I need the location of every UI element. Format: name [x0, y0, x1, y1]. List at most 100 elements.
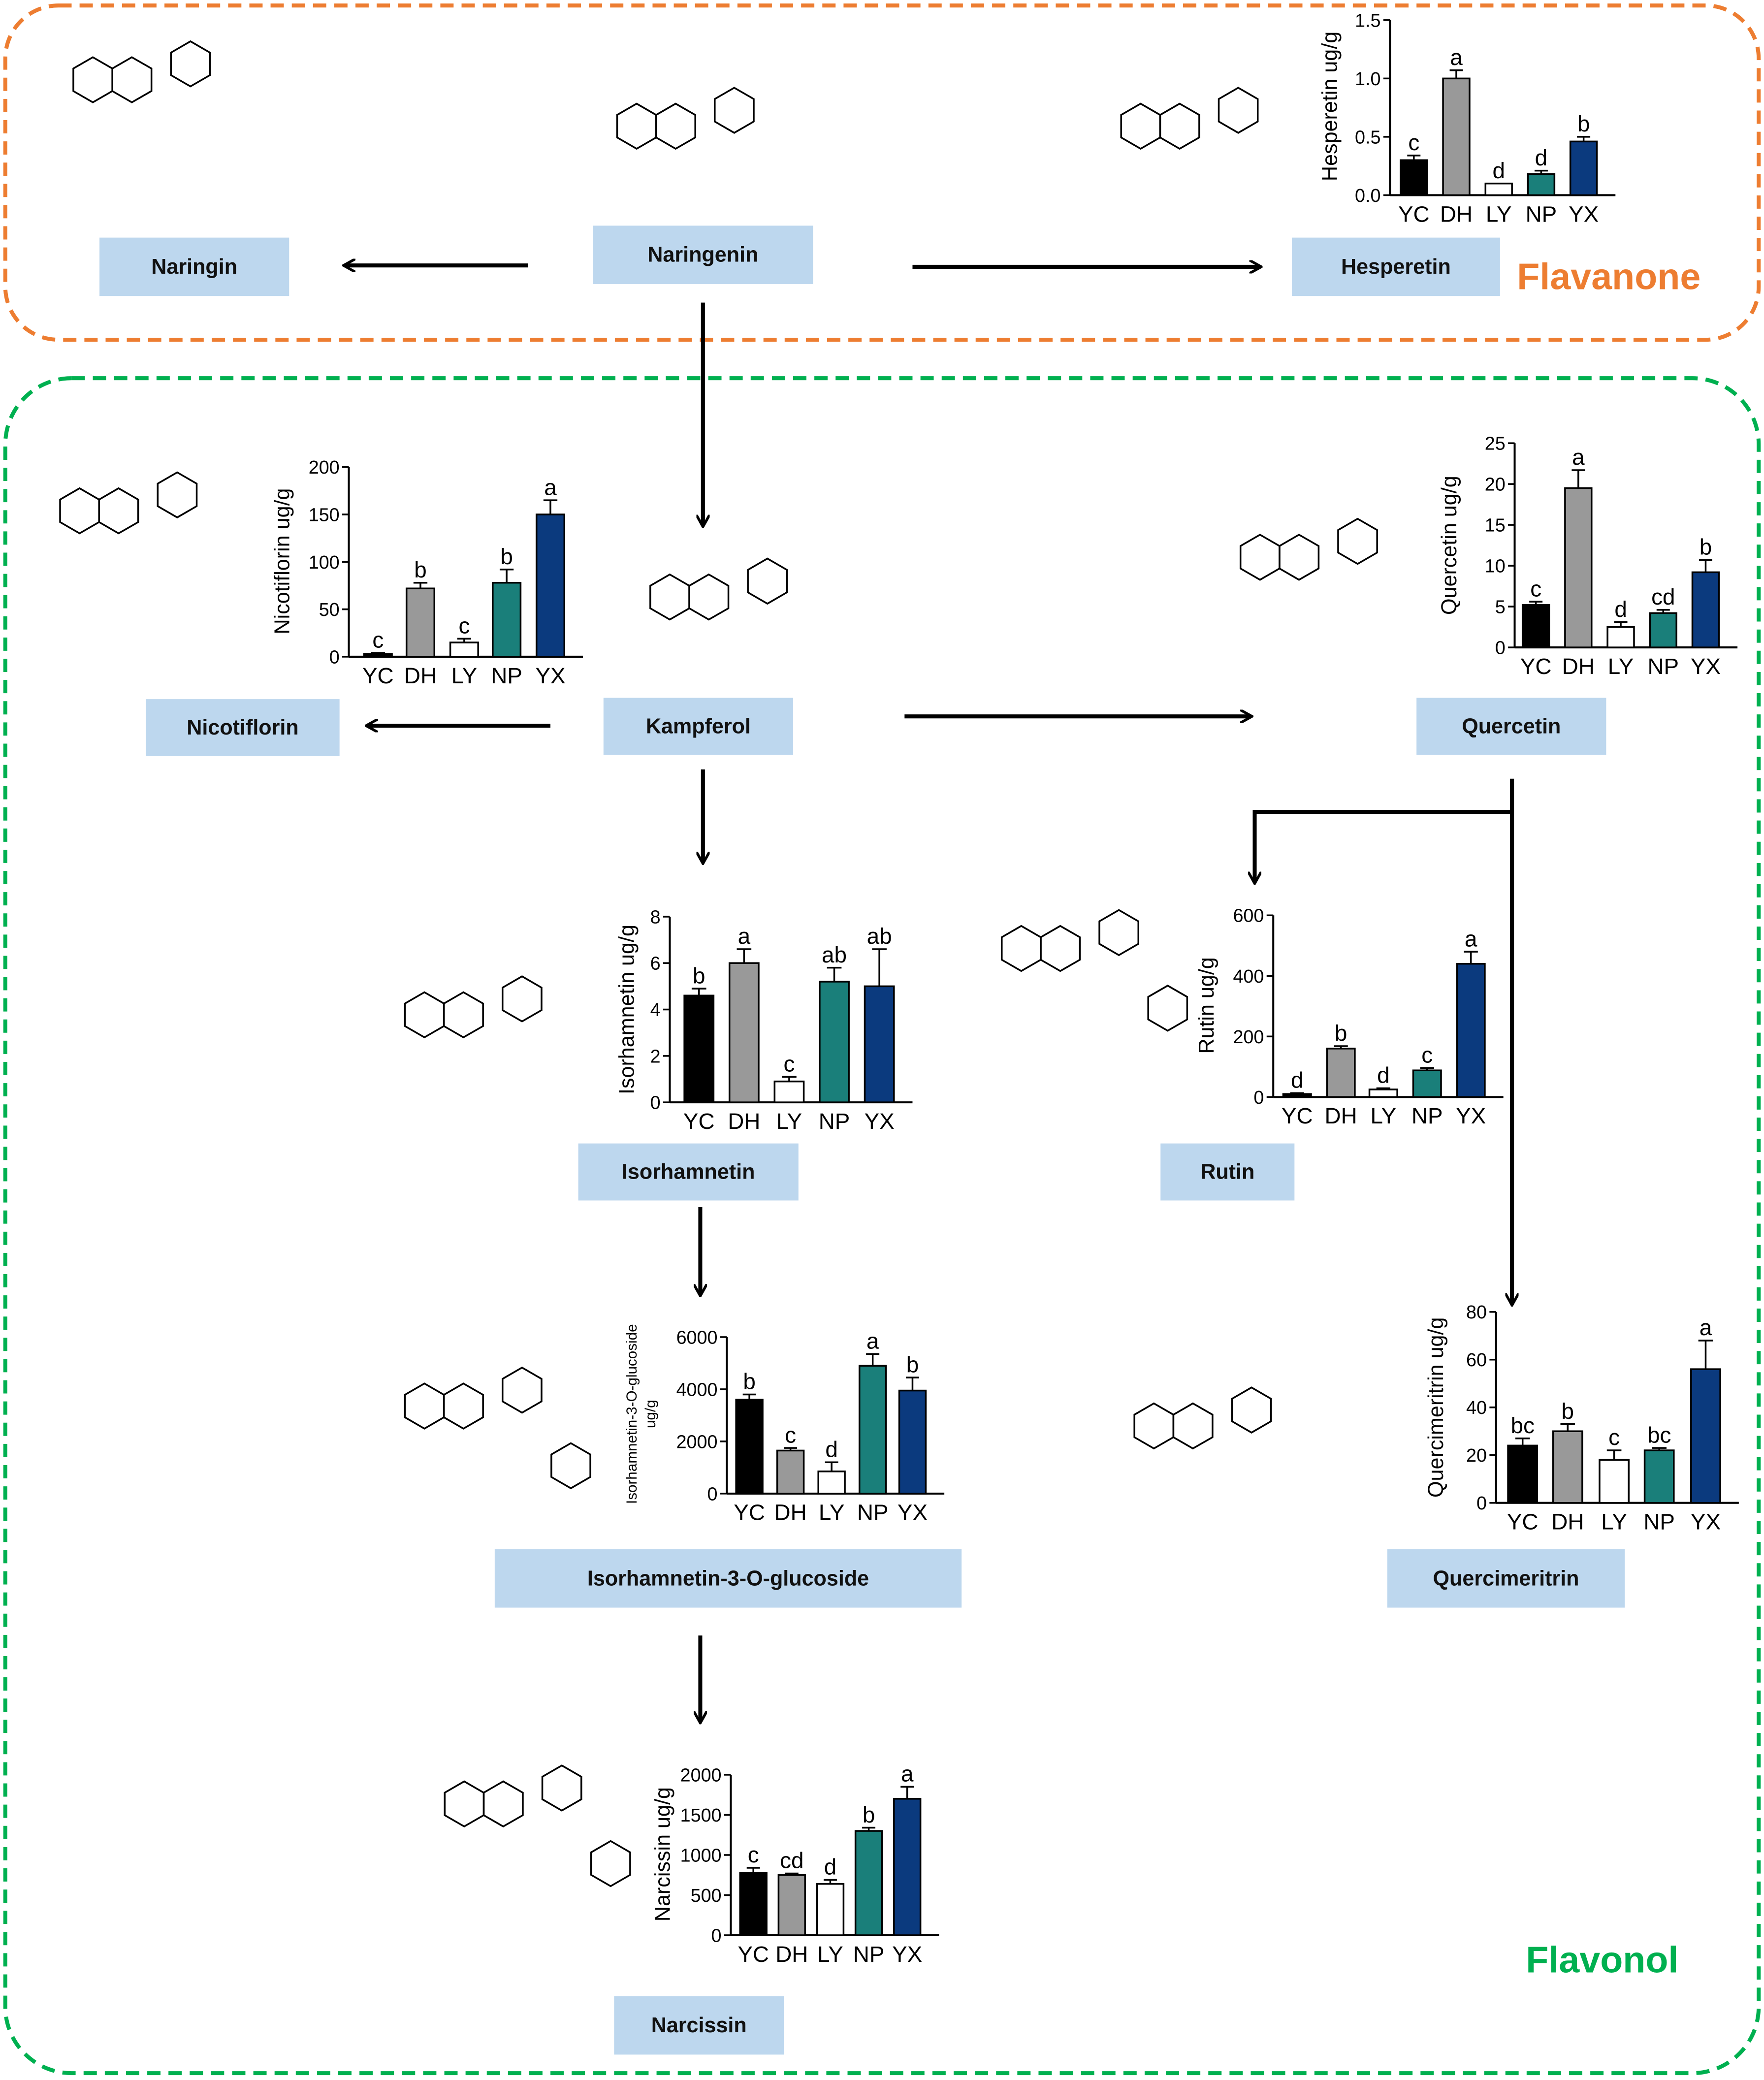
y-tick-label: 50: [319, 599, 340, 620]
ring: [404, 991, 445, 1039]
ring: [688, 573, 730, 621]
significance-letter: b: [863, 1802, 875, 1827]
compound-name: Isorhamnetin: [622, 1160, 755, 1184]
bar-DH: [776, 1449, 805, 1495]
ring: [1337, 517, 1378, 565]
x-tick-label: YX: [898, 1500, 928, 1525]
chemical-structure: [1001, 909, 1188, 1032]
ring: [157, 471, 198, 519]
ring: [747, 557, 788, 605]
significance-letter: bc: [1511, 1413, 1535, 1438]
y-tick-label: 0: [1253, 1087, 1264, 1108]
significance-letter: c: [1608, 1425, 1620, 1450]
bar-DH: [1442, 77, 1471, 196]
significance-letter: d: [825, 1437, 837, 1462]
y-tick-label: 2000: [680, 1764, 722, 1785]
ring: [1239, 534, 1281, 581]
x-tick-label: YC: [734, 1500, 765, 1525]
y-tick-label: 0: [329, 646, 340, 667]
ring: [59, 487, 100, 535]
arrow-quercetin-to-rutin: [1255, 810, 1512, 882]
x-tick-label: NP: [491, 663, 522, 688]
y-tick-label: 80: [1466, 1302, 1487, 1322]
y-tick-label: 200: [309, 457, 340, 478]
ring: [1159, 102, 1200, 150]
bar-NP: [492, 581, 522, 658]
y-tick-label: 1500: [680, 1805, 722, 1825]
significance-letter: c: [1530, 576, 1541, 601]
x-tick-label: LY: [819, 1500, 845, 1525]
bar-LY: [816, 1883, 845, 1936]
compound-box-quercetin: Quercetin: [1416, 698, 1606, 755]
compound-box-isorhamnetin: Isorhamnetin: [578, 1143, 799, 1201]
ring: [404, 1382, 445, 1430]
significance-letter: a: [866, 1329, 879, 1354]
compound-name: Rutin: [1200, 1160, 1254, 1184]
ring: [72, 56, 113, 103]
y-axis-label: Quercetin ug/g: [1438, 476, 1461, 615]
ring: [1001, 925, 1042, 972]
bar-NP: [854, 1830, 883, 1936]
significance-letter: a: [1572, 445, 1585, 470]
compound-name: Isorhamnetin-3-O-glucoside: [587, 1567, 869, 1590]
bar-YC: [363, 653, 393, 658]
x-tick-label: YC: [362, 663, 394, 688]
y-tick-label: 4000: [676, 1379, 718, 1400]
chemical-structure: [649, 557, 788, 621]
y-tick-label: 5: [1495, 597, 1506, 617]
compound-name: Hesperetin: [1341, 255, 1451, 279]
y-tick-label: 4: [650, 999, 661, 1020]
x-tick-label: YC: [1507, 1509, 1539, 1535]
ring: [550, 1442, 591, 1490]
y-axis-label: Narcissin ug/g: [651, 1787, 674, 1921]
x-tick-label: DH: [1325, 1103, 1357, 1128]
significance-letter: b: [1562, 1399, 1574, 1424]
chemical-structure: [444, 1764, 631, 1888]
y-tick-label: 2: [650, 1046, 661, 1066]
significance-letter: cd: [780, 1848, 803, 1873]
chemical-structure: [72, 40, 211, 103]
x-tick-label: DH: [1562, 654, 1595, 679]
bar-LY: [817, 1471, 846, 1495]
bar-YX: [898, 1389, 927, 1495]
y-tick-label: 0: [711, 1925, 722, 1946]
bar-YX: [1690, 1368, 1721, 1504]
bar-NP: [1412, 1069, 1442, 1098]
y-tick-label: 1.5: [1355, 10, 1380, 31]
compound-box-bg: [614, 1996, 784, 2055]
y-tick-label: 0: [1476, 1493, 1487, 1513]
ring: [649, 573, 690, 621]
compound-box-rutin: Rutin: [1160, 1143, 1295, 1201]
ring: [170, 40, 211, 88]
ring: [655, 102, 696, 150]
chemical-structure: [1120, 87, 1259, 150]
ring: [482, 1780, 524, 1828]
y-tick-label: 0: [1495, 638, 1506, 658]
ring: [443, 1382, 484, 1430]
ring: [1120, 102, 1161, 150]
ring: [1133, 1402, 1175, 1450]
compound-name: Quercetin: [1462, 714, 1561, 738]
bar-DH: [1564, 487, 1593, 648]
significance-letter: a: [1465, 926, 1477, 951]
chemical-structure: [404, 1366, 591, 1490]
significance-letter: c: [748, 1842, 759, 1867]
significance-letter: c: [1408, 130, 1419, 155]
significance-letter: b: [1335, 1021, 1347, 1046]
compound-name: Naringenin: [647, 243, 758, 267]
x-tick-label: LY: [817, 1942, 843, 1967]
x-tick-label: LY: [451, 663, 478, 688]
bar-DH: [1552, 1430, 1583, 1504]
bar-NP: [819, 981, 850, 1103]
flavanone-label: Flavanone: [1517, 256, 1700, 297]
x-tick-label: NP: [857, 1500, 889, 1525]
compound-name: Kampferol: [646, 714, 751, 738]
bar-NP: [858, 1365, 887, 1495]
